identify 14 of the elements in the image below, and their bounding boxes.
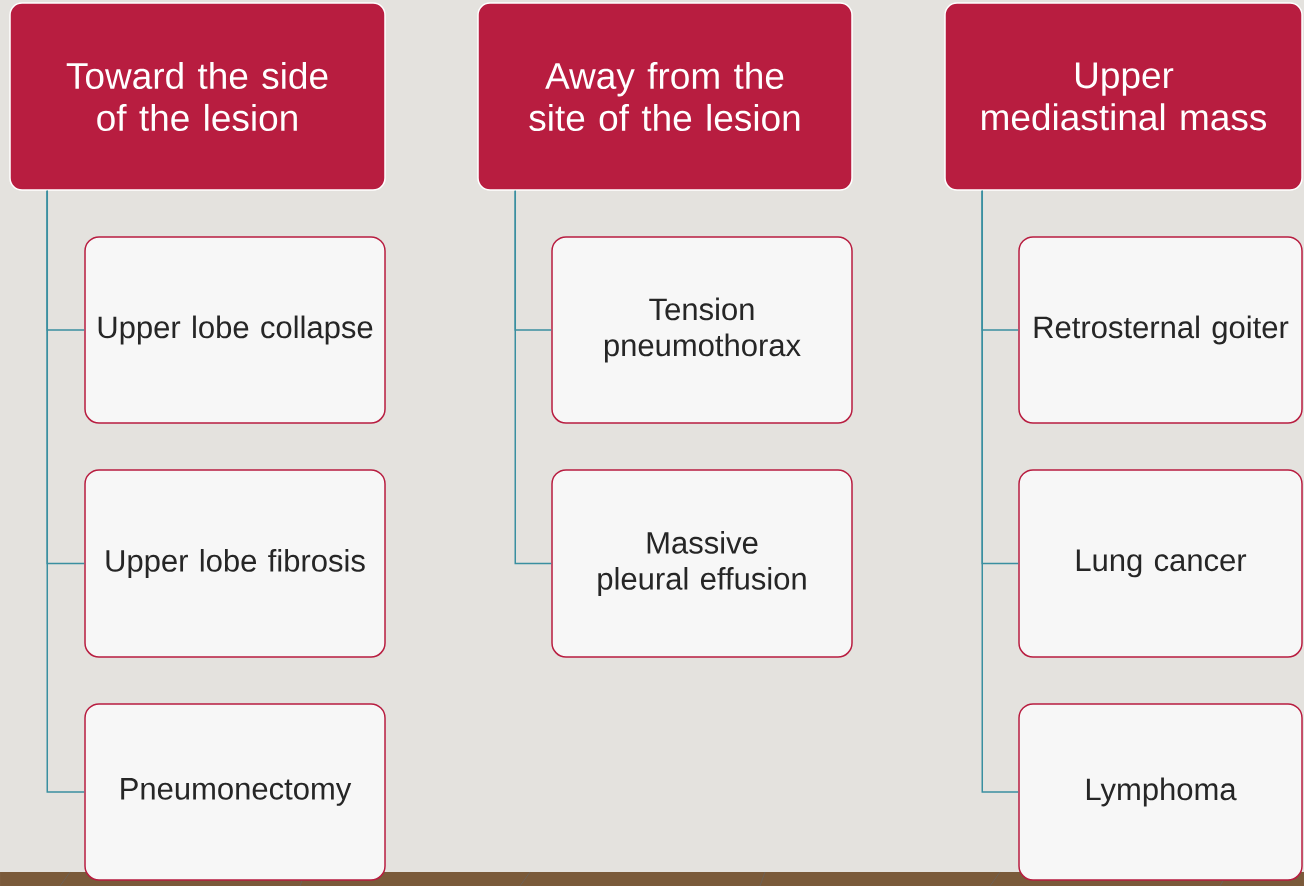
item-box: Tension pneumothorax xyxy=(551,236,853,424)
item-box: Retrosternal goiter xyxy=(1018,236,1303,424)
header-box: Upper mediastinal mass xyxy=(944,2,1303,191)
connector-line xyxy=(46,190,85,793)
header-box: Away from the site of the lesion xyxy=(477,2,853,191)
item-box: Upper lobe fibrosis xyxy=(84,469,386,658)
item-box: Pneumonectomy xyxy=(84,703,386,881)
connector-line xyxy=(981,190,1019,793)
connector-line xyxy=(514,190,552,565)
item-box: Lung cancer xyxy=(1018,469,1303,658)
item-box: Massive pleural effusion xyxy=(551,469,853,658)
item-box: Lymphoma xyxy=(1018,703,1303,881)
header-box: Toward the side of the lesion xyxy=(9,2,386,191)
item-box: Upper lobe collapse xyxy=(84,236,386,424)
